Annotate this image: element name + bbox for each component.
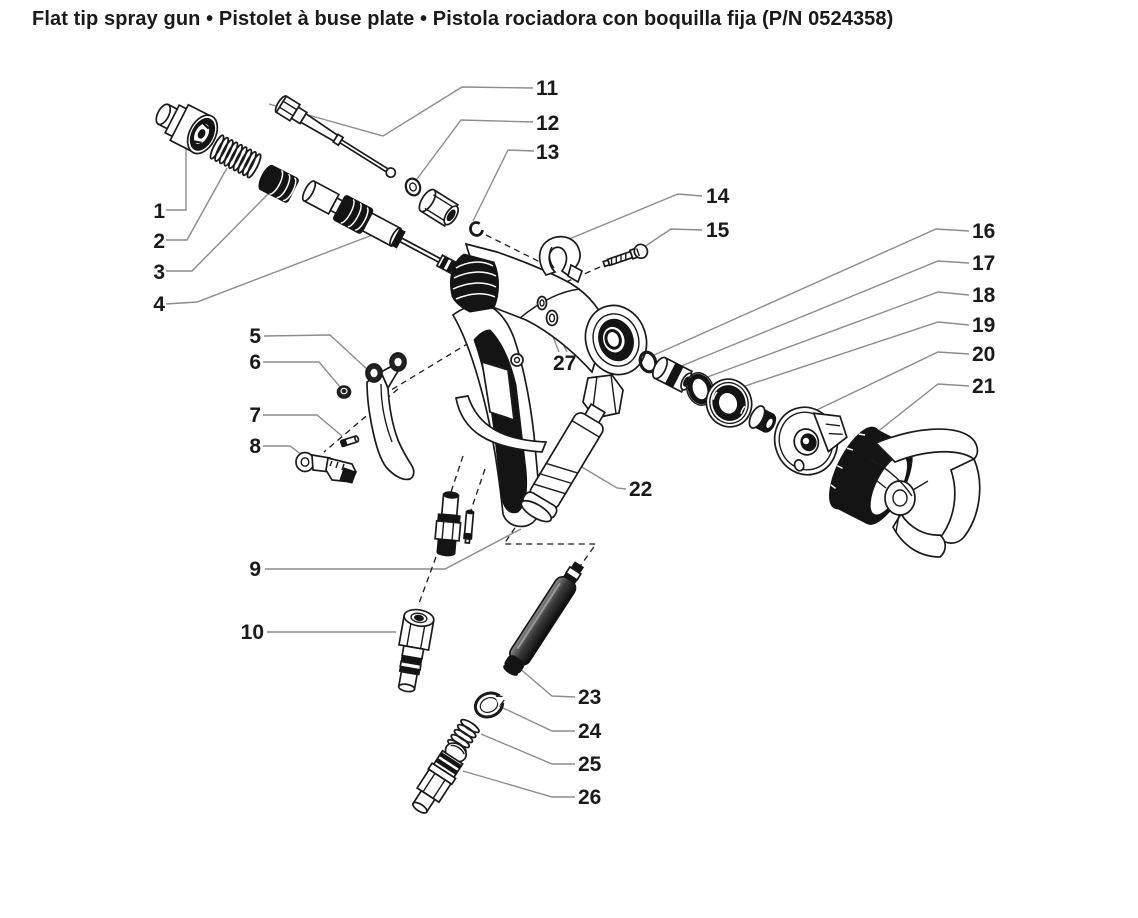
callout-7: 7	[249, 404, 261, 427]
callout-13: 13	[536, 141, 559, 164]
callout-2: 2	[153, 230, 165, 253]
part-20-tip-seat	[773, 406, 848, 476]
callout-14: 14	[706, 185, 730, 208]
callout-labels: 1 2 3 4 5 6 7 8 9 10 11 12 13 14 15 16 1…	[153, 77, 995, 809]
leader-23	[517, 666, 576, 698]
part-4-needle-assembly	[301, 180, 470, 278]
inlet-elbow-dash	[502, 518, 598, 570]
part-20-retainer-nut	[748, 405, 777, 433]
body-o-rings	[536, 295, 559, 327]
leader-12	[413, 119, 534, 184]
callout-11: 11	[536, 77, 559, 100]
leader-20	[799, 351, 970, 419]
part-8-lock-lever	[295, 451, 357, 484]
part-26-inlet-fitting	[411, 742, 467, 814]
leader-14	[561, 193, 703, 243]
part-22-handle-grip	[520, 402, 607, 523]
fitting-axis-dash	[417, 556, 437, 607]
callout-1: 1	[153, 200, 165, 223]
callout-19: 19	[972, 314, 995, 337]
part-11-adjustment-rod	[274, 95, 397, 179]
callout-4: 4	[153, 293, 165, 316]
part-1-retainer-cap	[155, 103, 219, 155]
part-19-ring-nut	[705, 378, 753, 428]
callout-17: 17	[972, 252, 995, 275]
leader-17	[678, 260, 970, 368]
leader-5	[263, 334, 370, 372]
callout-24: 24	[578, 720, 602, 743]
leader-2	[166, 167, 228, 241]
part-2-spring	[209, 134, 262, 179]
callout-6: 6	[249, 351, 261, 374]
leader-22	[569, 459, 627, 490]
callout-21: 21	[972, 375, 996, 398]
part-9-valve-assembly	[434, 491, 462, 557]
leader-11	[268, 86, 534, 137]
callout-16: 16	[972, 220, 995, 243]
part-3-packing	[258, 164, 299, 203]
leader-13	[472, 149, 535, 222]
part-7-pin	[339, 435, 360, 448]
part-12-washer	[404, 177, 422, 197]
part-14-hook	[538, 235, 584, 284]
callout-9: 9	[249, 558, 261, 581]
leader-21	[866, 383, 970, 441]
part-6-nut	[336, 385, 352, 399]
leader-3	[166, 191, 271, 272]
callout-8: 8	[249, 435, 261, 458]
part-24-ring	[473, 691, 507, 719]
part-13-retaining-clip	[469, 221, 484, 237]
valve-axis-dash-b	[470, 468, 486, 511]
leader-26	[462, 770, 575, 798]
packing-retainer-nut	[418, 188, 460, 228]
callout-12: 12	[536, 112, 559, 135]
part-10-fitting	[397, 608, 435, 693]
part-23-filter-tube	[503, 561, 585, 676]
callout-18: 18	[972, 284, 996, 307]
leader-9	[265, 528, 522, 570]
callout-15: 15	[706, 219, 730, 242]
leader-18	[701, 291, 970, 380]
leader-15	[637, 228, 703, 252]
leader-6	[263, 361, 342, 389]
part-15-screw	[602, 243, 649, 268]
leader-16	[651, 228, 970, 357]
leader-lines	[165, 86, 970, 798]
callout-22: 22	[629, 478, 652, 501]
callout-3: 3	[153, 261, 165, 284]
leader-4	[165, 233, 376, 305]
leader-25	[480, 733, 575, 765]
callout-23: 23	[578, 686, 601, 709]
leader-7	[263, 414, 343, 437]
callout-20: 20	[972, 343, 995, 366]
leader-1	[166, 138, 187, 211]
part-16-o-ring	[638, 350, 658, 374]
part-17-seat-fitting	[651, 356, 694, 394]
leader-24	[498, 705, 575, 732]
part-9-valve-pin	[463, 509, 475, 544]
part-5-trigger	[365, 352, 415, 481]
leader-8	[263, 445, 303, 456]
callout-5: 5	[249, 325, 261, 348]
callout-26: 26	[578, 786, 601, 809]
callout-27: 27	[553, 352, 576, 375]
page-title: Flat tip spray gun • Pistolet à buse pla…	[32, 8, 894, 30]
leader-19	[732, 321, 970, 391]
callout-25: 25	[578, 753, 602, 776]
callout-10: 10	[241, 621, 264, 644]
gun-body	[450, 242, 648, 528]
part-21-guard-assembly	[829, 426, 981, 558]
